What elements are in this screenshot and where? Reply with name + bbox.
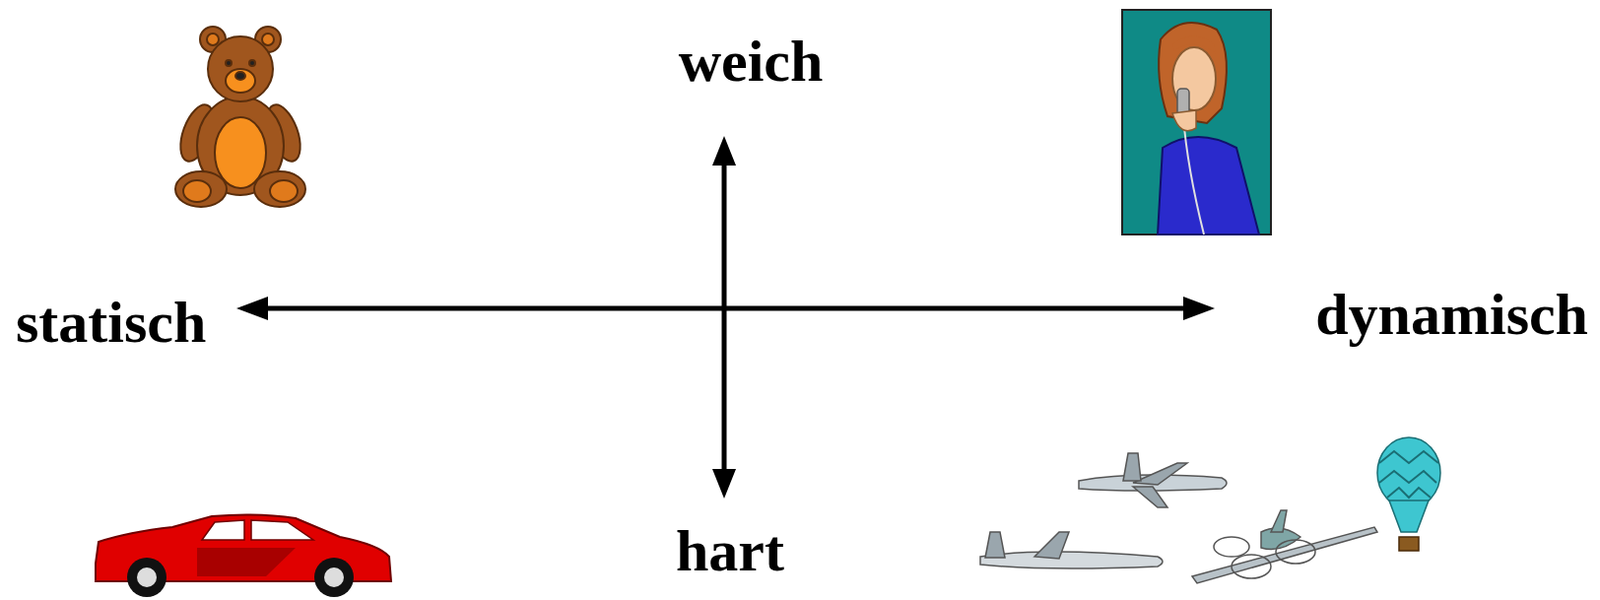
axis-label: statisch	[15, 288, 206, 357]
teddy-bear	[174, 26, 308, 207]
axis-arrows	[236, 135, 1215, 499]
axis-label: weich	[678, 27, 824, 96]
aircraft-group	[980, 437, 1441, 584]
woman-phone-picture	[1122, 9, 1271, 235]
axis-label: hart	[675, 517, 785, 586]
red-car	[95, 514, 392, 598]
axis-label: dynamisch	[1315, 280, 1589, 349]
